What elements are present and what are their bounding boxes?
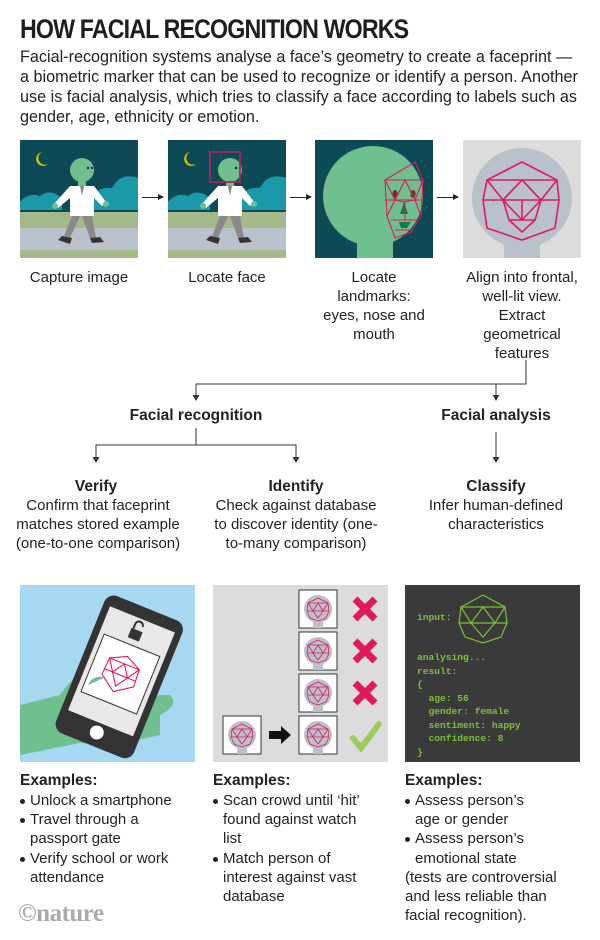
align-features-illustration: [463, 140, 581, 258]
example-item: Verify school or work attendance: [20, 849, 200, 887]
database-faceprint: [298, 589, 338, 629]
branch-facial-analysis: Facial analysis: [441, 407, 551, 424]
examples-classify-title: Examples:: [405, 772, 483, 789]
method-classify-description: Infer human-defined characteristics: [428, 497, 564, 533]
method-classify-title: Classify: [466, 478, 526, 495]
method-identify-title: Identify: [268, 478, 324, 495]
example-item: Scan crowd until ‘hit’ found against wat…: [213, 791, 363, 849]
example-item: Travel through a passport gate: [20, 810, 200, 848]
example-item: Match person of interest against vast da…: [213, 849, 363, 907]
flow-arrow: [290, 194, 312, 200]
step-label-landmarks: Locate landmarks: eyes, nose and mouth: [323, 269, 425, 343]
match-check-icon: [350, 721, 382, 753]
example-item: Assess person’s age or gender: [405, 791, 545, 829]
step-label-align: Align into frontal, well-lit view. Extra…: [466, 269, 578, 362]
smartphone-unlock-illustration: [20, 585, 195, 762]
examples-identify-list: Scan crowd until ‘hit’ found against wat…: [213, 791, 363, 906]
no-match-cross-icon: [352, 680, 378, 706]
example-item: Unlock a smartphone: [20, 791, 200, 810]
flow-arrow: [437, 194, 459, 200]
branch-facial-recognition: Facial recognition: [129, 407, 263, 424]
example-item: Assess person’s emotional state: [405, 829, 545, 867]
page-title: HOW FACIAL RECOGNITION WORKS: [20, 14, 409, 44]
identify-database-illustration: [213, 585, 388, 762]
capture-image-illustration: [20, 140, 138, 258]
examples-identify-title: Examples:: [213, 772, 291, 789]
method-verify-description: Confirm that faceprint matches stored ex…: [15, 497, 181, 552]
locate-face-illustration: [168, 140, 286, 258]
step-label-capture: Capture image: [29, 269, 129, 286]
compare-arrow-icon: [269, 726, 291, 744]
landmarks-illustration: [315, 140, 433, 258]
terminal-output: analysing... result: { age: 56 gender: f…: [417, 652, 521, 758]
flow-arrow: [142, 194, 164, 200]
no-match-cross-icon: [352, 596, 378, 622]
database-faceprint: [298, 715, 338, 755]
database-faceprint: [298, 673, 338, 713]
classification-terminal: input: analysing... result: { age: 56 ge…: [405, 585, 580, 762]
terminal-input-label: input:: [417, 612, 452, 623]
nature-logo: ©nature: [18, 900, 104, 927]
flow-tree-connectors: [92, 360, 527, 463]
intro-text: Facial-recognition systems analyse a fac…: [20, 48, 578, 126]
no-match-cross-icon: [352, 638, 378, 664]
examples-verify-title: Examples:: [20, 772, 98, 789]
database-faceprint: [298, 631, 338, 671]
step-label-locate-face: Locate face: [188, 269, 266, 286]
method-verify-title: Verify: [74, 478, 118, 495]
method-identify-description: Check against database to discover ident…: [214, 497, 378, 552]
examples-classify-note: (tests are controversial and less reliab…: [405, 869, 557, 925]
input-faceprint-icon: [458, 594, 508, 644]
query-faceprint: [222, 715, 262, 755]
